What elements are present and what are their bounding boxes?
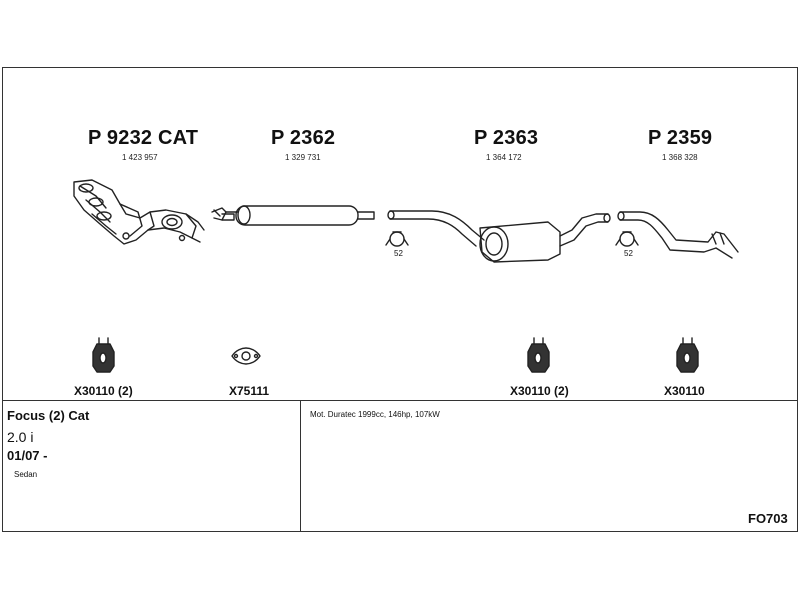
middle-silencer-drawing: [387, 210, 611, 263]
part-title-tail-pipe: P 2359: [648, 127, 713, 149]
part-title-front-pipe: P 2362: [271, 127, 336, 149]
rubber-mount-drawing-3: [676, 337, 699, 373]
clamp-drawing-1: [385, 231, 409, 247]
front-pipe-drawing: [211, 205, 375, 226]
divider-vertical: [300, 400, 301, 532]
hardware-code-2: X75111: [229, 384, 270, 398]
rubber-mount-drawing-1: [92, 337, 115, 373]
clamp-drawing-2: [615, 231, 639, 247]
diagram-code: FO703: [748, 511, 788, 526]
tail-pipe-drawing: [617, 211, 739, 259]
rubber-mount-drawing-2: [527, 337, 550, 373]
engine-size: 2.0 i: [7, 429, 34, 445]
hardware-code-4: X30110: [664, 384, 705, 398]
body-type: Sedan: [14, 470, 38, 479]
gasket-drawing: [231, 347, 261, 365]
part-number-middle-silencer: 1 364 172: [486, 153, 522, 162]
clamp-size-label-2: 52: [624, 249, 633, 258]
clamp-size-label-1: 52: [394, 249, 403, 258]
part-number-tail-pipe: 1 368 328: [662, 153, 698, 162]
production-date: 01/07 -: [7, 448, 48, 463]
part-number-catalyst: 1 423 957: [122, 153, 158, 162]
part-title-middle-silencer: P 2363: [474, 127, 539, 149]
divider-horizontal: [2, 400, 798, 401]
motor-spec: Mot. Duratec 1999cc, 146hp, 107kW: [310, 410, 440, 419]
hardware-code-1: X30110 (2): [74, 384, 133, 398]
part-title-catalyst: P 9232 CAT: [88, 127, 199, 149]
catalytic-converter-drawing: [73, 179, 205, 245]
diagram-frame: [2, 67, 798, 532]
part-number-front-pipe: 1 329 731: [285, 153, 321, 162]
hardware-code-3: X30110 (2): [510, 384, 569, 398]
vehicle-model: Focus (2) Cat: [7, 408, 90, 423]
